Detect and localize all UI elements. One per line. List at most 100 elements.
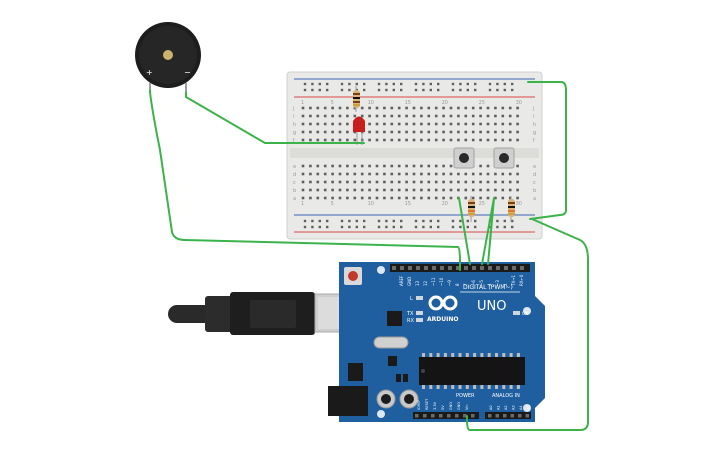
resistor-button-2[interactable] [508,196,515,222]
col-number-label: 10 [368,201,374,207]
wire-gnd-rail-top[interactable] [527,81,567,220]
arduino-model: UNO [477,299,506,314]
row-letter-label: c [293,180,296,186]
pin-label: 7 [463,283,468,286]
header-pin[interactable] [400,266,404,270]
header-pin[interactable] [510,414,515,418]
arduino-infinity-logo [428,295,458,311]
led-on [513,311,520,315]
row-letter-label: g [293,130,296,136]
piezo-buzzer[interactable]: + − [135,22,201,88]
crystal [373,336,409,349]
pin-label: 5V [441,405,445,410]
row-letter-label: e [293,164,296,170]
pin-label: AREF [399,275,404,286]
analog-in-label: ANALOG IN [492,393,520,399]
pin-label: 13 [415,280,420,286]
row-letter-label: a [533,196,536,202]
led-tx [416,311,423,315]
pin-label: ~6 [471,280,476,286]
voltage-regulator [348,363,363,381]
header-pin[interactable] [432,266,436,270]
header-pin[interactable] [471,414,475,418]
wire-buzzer-plus[interactable] [149,89,461,271]
row-letter-label: j [292,106,294,112]
pin-label: GND [449,402,453,410]
col-number-label: 25 [479,100,485,106]
header-pin[interactable] [456,266,460,270]
reset-button[interactable] [348,271,358,281]
col-number-label: 20 [442,201,448,207]
header-pin[interactable] [455,414,459,418]
pushbutton-2[interactable] [493,147,515,169]
wire-gnd-to-arduino[interactable] [466,218,589,431]
power-header[interactable] [413,412,479,419]
header-pin[interactable] [423,414,427,418]
wire-button1-to-pin[interactable] [458,197,471,265]
analog-header[interactable] [485,412,531,419]
row-letter-label: d [293,172,296,178]
header-pin[interactable] [496,266,500,270]
header-pin[interactable] [439,414,443,418]
pin-label: 4 [487,283,492,286]
led-rx-label: RX [407,318,414,324]
resistor-button-1[interactable] [468,196,475,222]
header-pin[interactable] [463,414,467,418]
pin-label: Vin [465,404,469,410]
buzzer-minus-label: − [184,68,191,77]
header-pin[interactable] [520,266,524,270]
usb-cable [168,292,368,335]
header-pin[interactable] [480,266,484,270]
header-pin[interactable] [504,266,508,270]
header-pin[interactable] [472,266,476,270]
row-letter-label: h [533,122,536,128]
led-tx-label: TX [406,311,414,317]
pin-label: RX←0 [519,274,524,286]
header-pin[interactable] [495,414,500,418]
dc-power-jack [328,386,368,416]
wire-buzzer-minus[interactable] [185,91,365,144]
header-pin[interactable] [440,266,444,270]
row-letter-label: h [293,122,296,128]
col-number-label: 10 [368,100,374,106]
pushbutton-1[interactable] [453,147,475,169]
row-letter-label: b [293,188,296,194]
led-l-label: L [410,296,413,302]
header-pin[interactable] [408,266,412,270]
header-pin[interactable] [512,266,516,270]
col-number-label: 20 [442,100,448,106]
header-pin[interactable] [431,414,435,418]
header-pin[interactable] [488,266,492,270]
pin-label: 2 [503,283,508,286]
atmega-chip [419,357,525,385]
header-pin[interactable] [416,266,420,270]
header-pin[interactable] [503,414,507,418]
col-number-label: 30 [516,100,522,106]
col-number-label: 1 [301,100,304,106]
header-pin[interactable] [447,414,451,418]
header-pin[interactable] [424,266,428,270]
col-number-label: 15 [405,100,411,106]
pin-label: A2 [504,405,508,410]
header-pin[interactable] [525,414,530,418]
header-pin[interactable] [518,414,522,418]
pin-label: A0 [489,405,493,410]
row-letter-label: a [293,196,296,202]
header-pin[interactable] [488,414,492,418]
pin-label: ~11 [431,277,436,286]
header-pin[interactable] [448,266,452,270]
header-pin[interactable] [464,266,468,270]
wire-button2-to-pin-b[interactable] [487,197,495,265]
resistor-led[interactable] [353,86,360,112]
header-pin[interactable] [415,414,419,418]
pin-label: A4 [519,405,523,410]
row-letter-label: i [293,114,294,120]
led-rx [416,318,423,322]
row-letter-label: j [532,106,534,112]
header-pin[interactable] [392,266,396,270]
row-letter-label: i [533,114,534,120]
row-letter-label: c [533,180,536,186]
